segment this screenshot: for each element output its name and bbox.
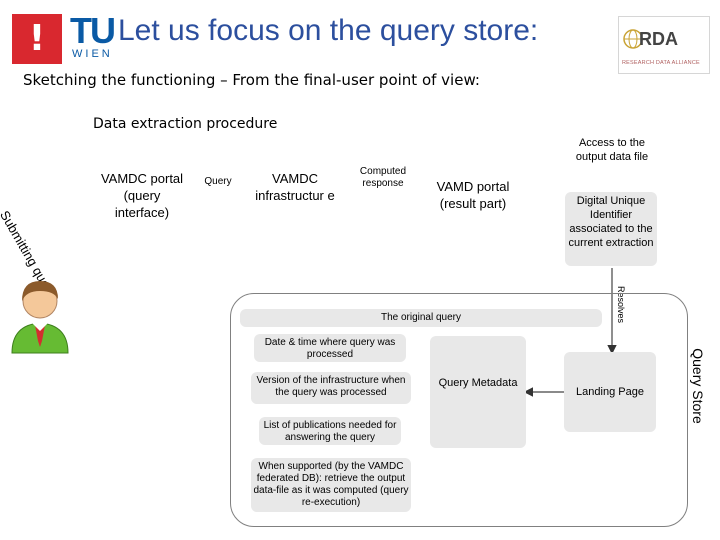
query-metadata-label: Query Metadata bbox=[438, 377, 518, 389]
portal-query-box: VAMDC portal (query interface) bbox=[96, 170, 188, 221]
metadata-item-label: When supported (by the VAMDC federated D… bbox=[253, 461, 409, 508]
portal-result-box: VAMD portal (result part) bbox=[428, 178, 518, 212]
metadata-item: When supported (by the VAMDC federated D… bbox=[251, 458, 411, 512]
metadata-item: Date & time where query was processed bbox=[254, 334, 406, 362]
exclamation-logo-icon: ! bbox=[12, 14, 62, 64]
original-query-label: The original query bbox=[380, 312, 462, 323]
user-avatar-icon bbox=[11, 281, 69, 354]
metadata-item: Version of the infrastructure when the q… bbox=[251, 372, 411, 404]
access-output-label: Access to the output data file bbox=[575, 137, 649, 163]
slide-subtitle: Sketching the functioning – From the fin… bbox=[23, 71, 480, 89]
landing-page-label: Landing Page bbox=[576, 386, 644, 398]
query-label: Query bbox=[204, 176, 232, 187]
digital-identifier-label: Digital Unique Identifier associated to … bbox=[568, 195, 654, 249]
infrastructure-box: VAMDC infrastructur e bbox=[255, 170, 335, 204]
procedure-title: Data extraction procedure bbox=[93, 116, 278, 132]
digital-identifier-box: Digital Unique Identifier associated to … bbox=[565, 192, 657, 266]
metadata-item-label: Version of the infrastructure when the q… bbox=[256, 375, 406, 398]
query-metadata-box: Query Metadata bbox=[430, 336, 526, 448]
query-store-label: Query Store bbox=[690, 348, 706, 424]
portal-result-label: VAMD portal (result part) bbox=[436, 179, 510, 211]
landing-page-box[interactable]: Landing Page bbox=[564, 352, 656, 432]
portal-query-label: VAMDC portal (query interface) bbox=[100, 171, 184, 220]
rda-logo-subtitle: RESEARCH DATA ALLIANCE bbox=[622, 60, 700, 66]
computed-response-label: Computed response bbox=[359, 166, 407, 189]
rda-globe-icon bbox=[623, 29, 643, 49]
metadata-item-label: Date & time where query was processed bbox=[264, 337, 396, 360]
metadata-item-label: List of publications needed for answerin… bbox=[263, 420, 397, 443]
metadata-item: List of publications needed for answerin… bbox=[259, 417, 401, 445]
page-title: Let us focus on the query store: bbox=[118, 14, 539, 47]
query-store-frame bbox=[230, 293, 688, 527]
original-query-box: The original query bbox=[240, 309, 602, 327]
tu-logo-letters: TU bbox=[70, 10, 116, 51]
tu-wien-logo bbox=[68, 12, 118, 66]
rda-logo bbox=[618, 16, 710, 74]
tu-logo-wien: WIEN bbox=[72, 48, 113, 60]
infrastructure-label: VAMDC infrastructur e bbox=[255, 171, 335, 203]
rda-logo-text: RDA bbox=[639, 29, 678, 49]
